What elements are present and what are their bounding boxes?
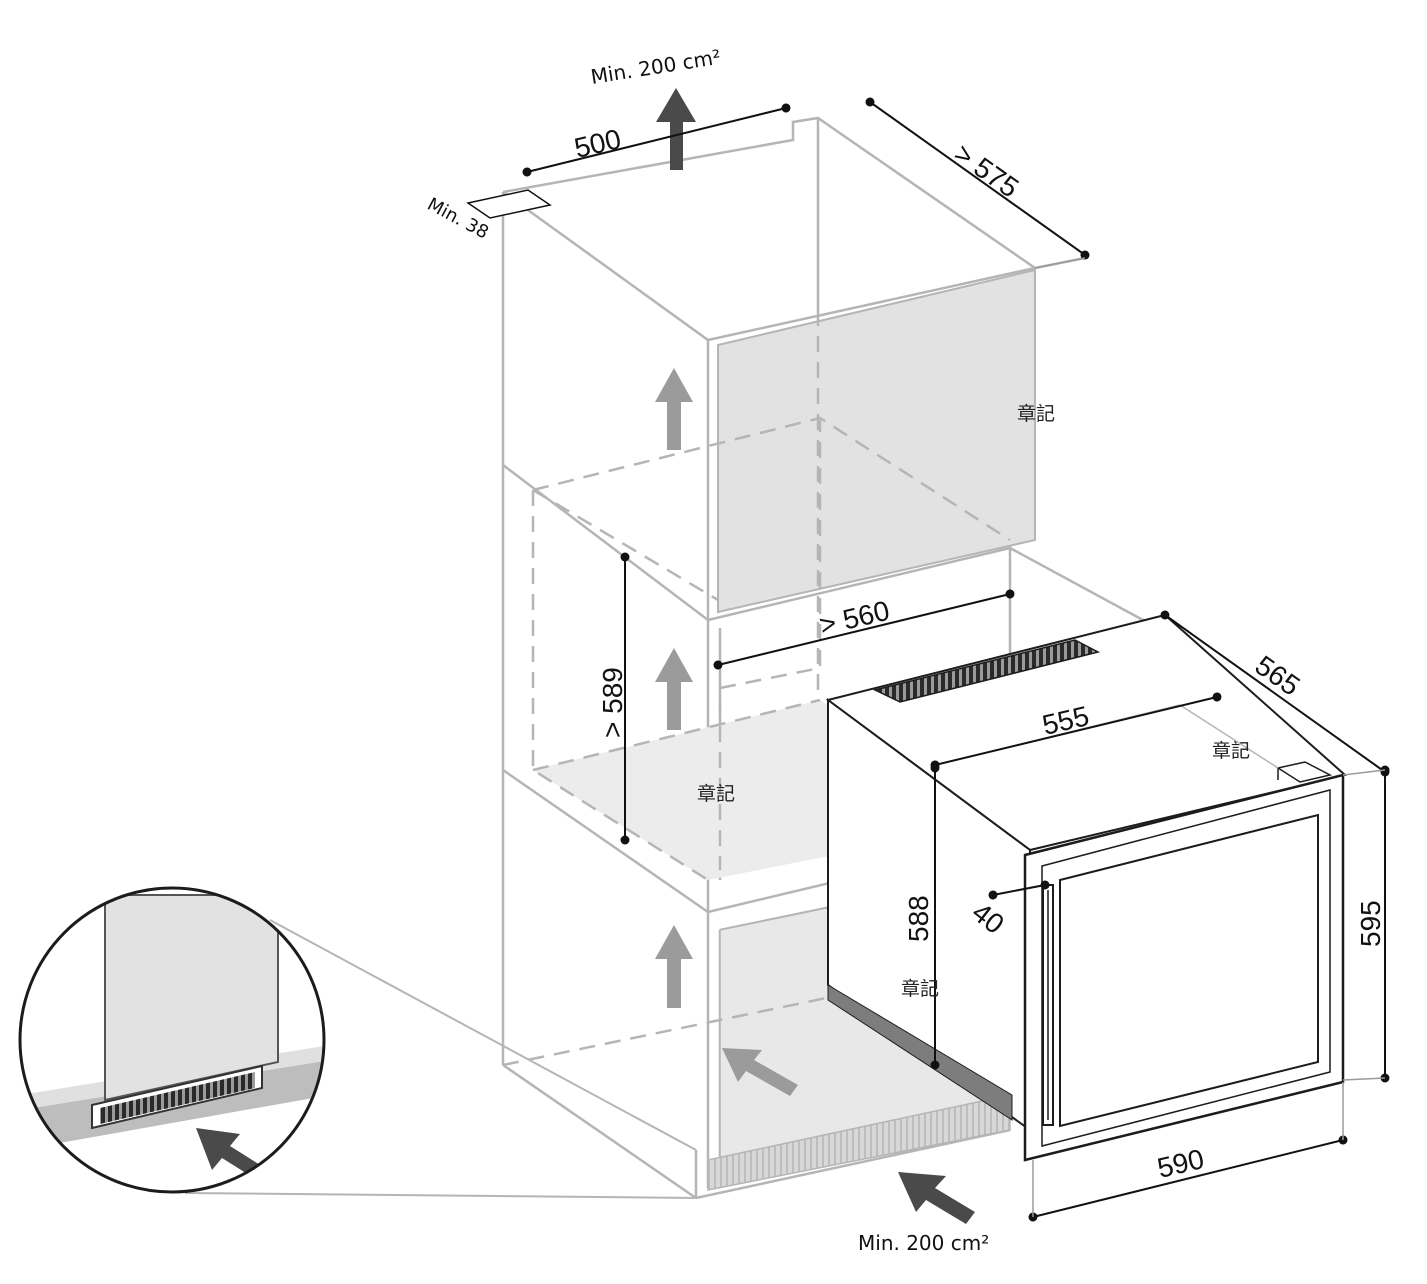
dim-590-label: 590 <box>1154 1143 1206 1184</box>
dim-595-label: 595 <box>1355 900 1386 947</box>
dim-line-40 <box>988 880 1050 900</box>
stamp-appliance-side: 章記 <box>901 978 939 1000</box>
zoom-connector <box>184 919 697 1199</box>
dim-line-500 <box>522 103 791 177</box>
dim-line-575 <box>865 97 1090 260</box>
appliance-glass <box>1059 813 1319 1128</box>
gap-box <box>466 189 552 219</box>
bottom-vent-label: Min. 200 cm² <box>858 1231 989 1255</box>
zoom-circle-frame <box>18 886 326 1194</box>
dim-500-label: 500 <box>571 123 623 164</box>
stamp-upper-cabinet: 章記 <box>1017 403 1055 425</box>
stamp-niche-floor: 章記 <box>697 783 735 805</box>
dimension-lines <box>522 97 1390 1222</box>
dim-565-label: 565 <box>1250 650 1306 702</box>
dim-560-label: > 560 <box>816 595 892 641</box>
plinth-grille <box>707 1094 1011 1191</box>
upper-cabinet-panel <box>717 268 1036 614</box>
dim-588-label: 588 <box>903 895 934 942</box>
appliance-base <box>827 984 1013 1121</box>
dim-575-label: > 575 <box>949 138 1025 204</box>
dim-589-label: > 589 <box>597 667 628 738</box>
dim-line-555 <box>930 692 1222 770</box>
dim-line-560 <box>713 589 1015 670</box>
stamp-appliance-top: 章記 <box>1212 740 1250 762</box>
vent-arrow-floor <box>722 1048 798 1096</box>
vent-arrows-up <box>655 368 693 1008</box>
vent-arrow-bottom <box>898 1172 975 1224</box>
extension-lines <box>1032 257 1386 1217</box>
dim-line-565 <box>1160 610 1390 777</box>
top-vent-label: Min. 200 cm² <box>589 45 722 89</box>
dim-line-590 <box>1028 1135 1348 1222</box>
door-handle <box>1042 884 1054 1126</box>
